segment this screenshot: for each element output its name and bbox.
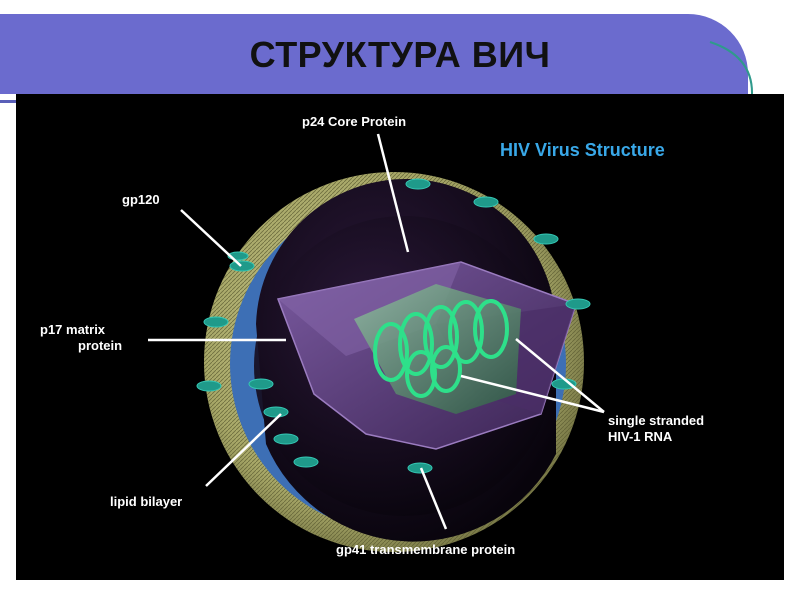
label-p24-core-protein: p24 Core Protein	[302, 114, 406, 130]
label-rna-line2: HIV-1 RNA	[608, 429, 672, 445]
label-lipid-bilayer: lipid bilayer	[110, 494, 182, 510]
label-gp120: gp120	[122, 192, 160, 208]
label-rna-line1: single stranded	[608, 413, 704, 429]
label-gp41: gp41 transmembrane protein	[336, 542, 515, 558]
label-p17-line2: protein	[78, 338, 122, 354]
label-p17-line1: p17 matrix	[40, 322, 105, 338]
figure-heading: HIV Virus Structure	[500, 140, 665, 161]
hiv-structure-figure: HIV Virus Structure p24 Core Protein gp1…	[16, 94, 784, 580]
slide-title: СТРУКТУРА ВИЧ	[0, 34, 800, 76]
